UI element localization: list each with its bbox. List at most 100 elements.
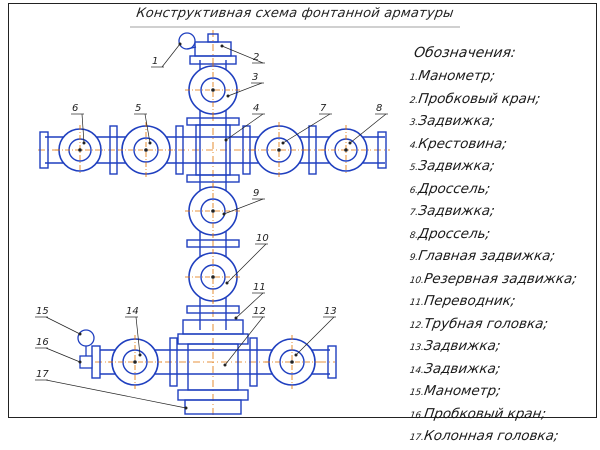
callout-dot xyxy=(226,94,230,98)
legend-item: 8.Дроссель; xyxy=(408,222,599,245)
callout-leader xyxy=(295,316,335,356)
legend-item: 14.Задвижка; xyxy=(408,357,599,380)
callout-number: 10 xyxy=(256,233,269,244)
callout-dot xyxy=(224,138,228,142)
callout-dot xyxy=(148,141,152,145)
legend-item-text: Переводник; xyxy=(423,293,517,309)
callout-number: 12 xyxy=(253,306,266,317)
callout-leader xyxy=(45,316,81,335)
legend-item-text: Дроссель; xyxy=(417,225,492,242)
callout-dot xyxy=(178,42,182,46)
legend-item-text: Пробковый кран; xyxy=(417,90,542,107)
legend-item-text: Резервная задвижка; xyxy=(423,270,578,287)
legend-list: 1.Манометр;2.Пробковый кран;3.Задвижка;4… xyxy=(408,64,599,447)
legend-item-text: Задвижка; xyxy=(417,203,496,219)
callout-number: 2 xyxy=(253,52,259,63)
callout-dot xyxy=(234,316,238,320)
callout-leader xyxy=(45,347,81,363)
callout-number: 15 xyxy=(36,306,49,317)
legend-item: 17.Колонная головка; xyxy=(408,424,599,447)
choke-8 xyxy=(321,125,371,175)
legend-item: 3.Задвижка; xyxy=(408,109,599,132)
legend-item-text: Манометр; xyxy=(417,68,497,84)
callout-dot xyxy=(223,363,227,367)
legend-item: 9.Главная задвижка; xyxy=(408,244,599,267)
legend-item: 1.Манометр; xyxy=(408,64,599,87)
legend-item-text: Задвижка; xyxy=(423,338,502,354)
valve-7 xyxy=(251,122,307,178)
callout-dot xyxy=(281,141,285,145)
valve-group xyxy=(55,62,371,389)
legend-item: 16.Пробковый кран; xyxy=(408,402,599,425)
callout-number: 14 xyxy=(126,306,139,317)
callout-leader xyxy=(282,113,331,144)
legend-item-text: Дроссель; xyxy=(417,180,492,197)
callout-leader xyxy=(227,82,263,97)
callout-leader xyxy=(349,113,387,144)
callout-number: 7 xyxy=(320,103,327,114)
horizontal-run xyxy=(39,125,387,175)
callout-number: 8 xyxy=(376,103,382,114)
callout-leader xyxy=(161,43,181,68)
callout-leader xyxy=(226,243,267,284)
legend-item: 2.Пробковый кран; xyxy=(408,87,599,110)
callout-dot xyxy=(225,281,229,285)
callout-leader xyxy=(81,113,85,144)
callout-number: 5 xyxy=(135,103,141,114)
callout-leader xyxy=(144,113,151,144)
callout-number: 16 xyxy=(36,337,49,348)
callout-number: 4 xyxy=(253,103,259,114)
legend-item: 10.Резервная задвижка; xyxy=(408,267,599,290)
valve-14 xyxy=(108,335,162,389)
valve-5 xyxy=(118,122,174,178)
manometer-1 xyxy=(178,32,197,50)
callout-dot xyxy=(220,44,224,48)
legend-item: 6.Дроссель; xyxy=(408,177,599,200)
legend-item-text: Главная задвижка; xyxy=(417,248,557,264)
callout-leader xyxy=(235,292,264,319)
valve-3 xyxy=(185,62,241,118)
callout-dot xyxy=(82,141,86,145)
legend-item-text: Крестовина; xyxy=(417,135,509,152)
callout-leader xyxy=(135,316,141,356)
callout-dot xyxy=(222,212,226,216)
callout-dot xyxy=(78,332,82,336)
callout-dot xyxy=(138,353,142,357)
legend-item-text: Задвижка; xyxy=(417,158,496,174)
legend-heading: Обозначения: xyxy=(412,45,517,61)
choke-6 xyxy=(55,125,105,175)
legend-item-number: 17. xyxy=(408,433,425,443)
callout-leader xyxy=(221,45,264,64)
manometer-15 xyxy=(77,329,95,369)
callout-dot xyxy=(78,360,82,364)
callout-leader xyxy=(225,113,264,141)
callout-leader xyxy=(45,379,187,409)
callout-number: 11 xyxy=(253,282,266,293)
legend-item-text: Пробковый кран; xyxy=(423,405,548,422)
callout-leader xyxy=(223,198,264,215)
valve-13 xyxy=(265,335,319,389)
legend-item: 15.Манометр; xyxy=(408,379,599,402)
legend-item: 12.Трубная головка; xyxy=(408,312,599,335)
legend-item-text: Задвижка; xyxy=(423,360,502,377)
callout-leader xyxy=(224,316,264,366)
legend-item-text: Задвижка; xyxy=(417,113,496,129)
legend-item-text: Манометр; xyxy=(423,383,502,399)
sheet-frame xyxy=(8,3,597,418)
callout-dot xyxy=(184,406,188,410)
callout-number: 17 xyxy=(36,369,49,380)
legend-item-text: Трубная головка; xyxy=(423,315,550,332)
legend-item-text: Колонная головка; xyxy=(423,428,560,444)
callout-number: 9 xyxy=(253,188,259,199)
callout-dot xyxy=(348,141,352,145)
callout-number: 13 xyxy=(324,306,337,317)
callout-number: 6 xyxy=(72,103,78,114)
valve-9 xyxy=(185,183,241,239)
legend-item: 7.Задвижка; xyxy=(408,199,599,222)
callout-dot xyxy=(294,353,298,357)
legend-item: 5.Задвижка; xyxy=(408,154,599,177)
callout-number: 1 xyxy=(152,56,158,67)
legend-item: 11.Переводник; xyxy=(408,289,599,312)
